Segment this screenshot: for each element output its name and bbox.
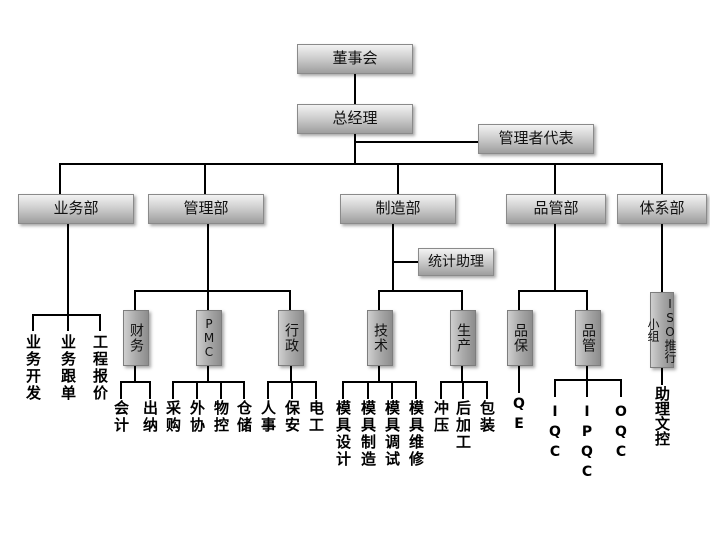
system-dept-label: 体系部 [639, 199, 685, 218]
system-dept-box: 体系部 [617, 194, 707, 224]
management-representative-box: 管理者代表 [478, 124, 594, 154]
manufacturing-dept-label: 制造部 [375, 199, 421, 218]
management-representative-label: 管理者代表 [498, 129, 574, 148]
quality-control-label: 品管 [580, 323, 596, 353]
business-dept-box: 业务部 [18, 194, 134, 224]
leaf-packing: 包装 [478, 400, 496, 434]
finance-label: 财务 [128, 323, 144, 353]
leaf-oqc: OQC [613, 404, 629, 464]
quality-assurance-label: 品保 [512, 323, 528, 353]
leaf-business-development: 业务开发 [24, 334, 42, 402]
iso-team-label: ISO推行小组 [646, 297, 677, 363]
leaf-purchasing: 采购 [164, 400, 182, 434]
leaf-doc-control-assistant: 助理文控 [653, 386, 671, 446]
admin-label: 行政 [283, 323, 299, 353]
board-box: 董事会 [297, 44, 413, 74]
pmc-label: PMC [202, 317, 216, 359]
leaf-ipqc: IPQC [579, 404, 595, 484]
leaf-security: 保安 [283, 400, 301, 434]
general-manager-box: 总经理 [297, 104, 413, 134]
leaf-mold-debugging: 模具调试 [383, 400, 401, 468]
production-label: 生产 [455, 323, 471, 353]
quality-dept-box: 品管部 [506, 194, 606, 224]
quality-control-box: 品管 [575, 310, 601, 366]
board-label: 董事会 [332, 49, 378, 68]
statistics-assistant-label: 统计助理 [428, 253, 484, 270]
leaf-hr: 人事 [259, 400, 277, 434]
technology-label: 技术 [372, 323, 388, 353]
leaf-business-follow-up: 业务跟单 [59, 334, 77, 402]
statistics-assistant-box: 统计助理 [418, 248, 494, 276]
leaf-iqc: IQC [547, 404, 563, 464]
leaf-cashier: 出纳 [141, 400, 159, 434]
leaf-engineering-quote: 工程报价 [91, 334, 109, 402]
quality-dept-label: 品管部 [533, 199, 579, 218]
management-dept-label: 管理部 [183, 199, 229, 218]
leaf-post-processing: 后加工 [454, 400, 472, 451]
leaf-material-control: 物控 [212, 400, 230, 434]
leaf-electrician: 电工 [307, 400, 325, 434]
production-box: 生产 [450, 310, 476, 366]
admin-box: 行政 [278, 310, 304, 366]
leaf-mold-design: 模具设计 [334, 400, 352, 468]
leaf-stamping: 冲压 [432, 400, 450, 434]
business-dept-label: 业务部 [53, 199, 99, 218]
leaf-outsourcing: 外协 [188, 400, 206, 434]
leaf-mold-repair: 模具维修 [407, 400, 425, 468]
leaf-warehouse: 仓储 [235, 400, 253, 434]
general-manager-label: 总经理 [332, 109, 378, 128]
finance-box: 财务 [123, 310, 149, 366]
technology-box: 技术 [367, 310, 393, 366]
manufacturing-dept-box: 制造部 [340, 194, 456, 224]
management-dept-box: 管理部 [148, 194, 264, 224]
leaf-qe: QE [511, 396, 527, 436]
leaf-accounting: 会计 [112, 400, 130, 434]
iso-team-box: ISO推行小组 [646, 292, 677, 368]
quality-assurance-box: 品保 [507, 310, 533, 366]
pmc-box: PMC [196, 310, 222, 366]
leaf-mold-manufacturing: 模具制造 [359, 400, 377, 468]
